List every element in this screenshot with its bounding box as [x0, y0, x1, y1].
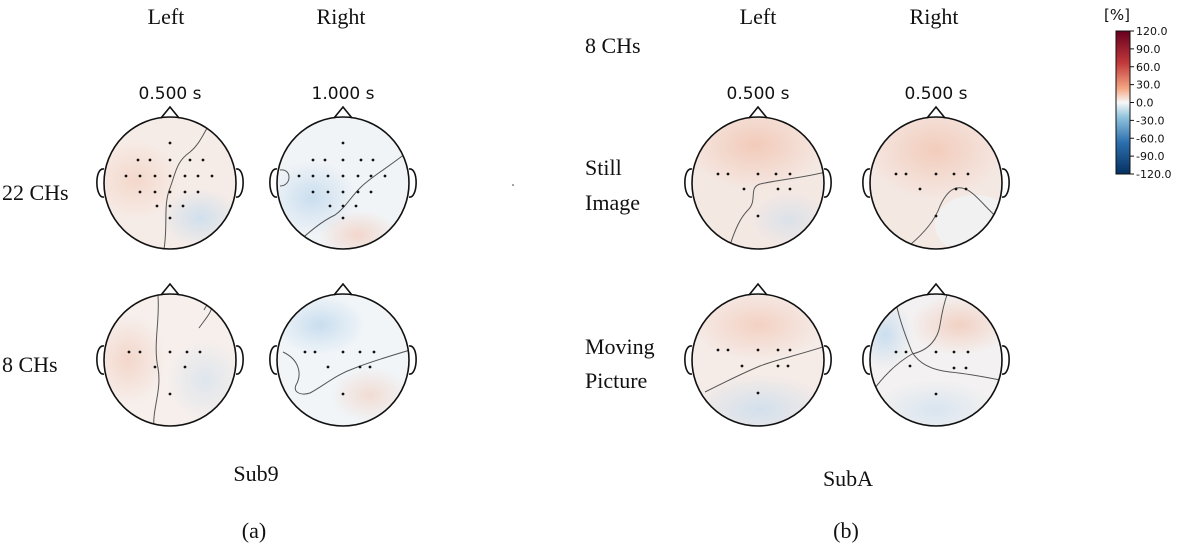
panel-a-subject: Sub9 — [233, 461, 278, 486]
panel-b-col-right: Right — [910, 4, 959, 29]
panel-b-row-moving: Moving — [585, 334, 655, 359]
colorbar-tick-label: 0.0 — [1136, 97, 1154, 110]
colorbar-unit: [%] — [1104, 6, 1130, 24]
colorbar: [%] 120.0 90.0 60.0 30.0 0.0 -30.0 -60.0 -90.0 -… — [1104, 6, 1171, 181]
topomap-sub9-8ch-right — [269, 282, 417, 427]
colorbar-tick-label: -90.0 — [1136, 150, 1164, 163]
topomap-suba-still-right — [862, 105, 1010, 250]
panel-b-subject: SubA — [823, 466, 873, 491]
topomap-suba-still-left — [684, 105, 832, 250]
topomap-sub9-22ch-right — [269, 105, 417, 250]
panel-a-row-22ch: 22 CHs — [2, 180, 69, 205]
panel-a-tag: (a) — [242, 518, 266, 543]
colorbar-gradient — [1115, 30, 1131, 175]
panel-b-time-right: 0.500 s — [905, 84, 968, 104]
topomap-suba-moving-left — [684, 282, 832, 427]
colorbar-tick-label: -60.0 — [1136, 132, 1164, 145]
topomap-sub9-8ch-left — [96, 282, 244, 427]
colorbar-tick-label: 30.0 — [1136, 79, 1161, 92]
colorbar-tick-label: -120.0 — [1136, 168, 1171, 181]
sensor-dots — [894, 172, 970, 218]
sensor-dots — [303, 350, 376, 396]
panel-b-col-left: Left — [740, 4, 777, 29]
panel-b-channels: 8 CHs — [585, 33, 641, 58]
sensor-dots — [716, 172, 792, 218]
sensor-dots — [124, 141, 214, 220]
panel-b-tag: (b) — [833, 518, 859, 543]
panel-a-time-left: 0.500 s — [139, 84, 202, 104]
topomap-suba-moving-right — [862, 282, 1010, 427]
stray-dot — [512, 184, 514, 186]
sensor-dots — [297, 141, 387, 220]
panel-b-row-still: Still — [585, 155, 622, 180]
colorbar-tick-label: 90.0 — [1136, 43, 1161, 56]
panel-b-time-left: 0.500 s — [727, 84, 790, 104]
topomap-sub9-22ch-left — [96, 105, 244, 250]
panel-a-time-right: 1.000 s — [312, 84, 375, 104]
sensor-dots — [127, 350, 202, 396]
sensor-dots — [894, 350, 970, 396]
colorbar-tick-label: 120.0 — [1136, 25, 1168, 38]
colorbar-tick-label: 60.0 — [1136, 61, 1161, 74]
colorbar-tick-label: -30.0 — [1136, 114, 1164, 127]
panel-a-col-left: Left — [148, 4, 185, 29]
colorbar-ticks: 120.0 90.0 60.0 30.0 0.0 -30.0 -60.0 -90.0 -120.… — [1130, 25, 1171, 181]
panel-b-row-image: Image — [585, 190, 640, 215]
panel-b-row-picture: Picture — [585, 368, 647, 393]
panel-b: Left Right 8 CHs 0.500 s 0.500 s Still I… — [585, 4, 1010, 543]
sensor-dots — [716, 348, 792, 395]
panel-a-col-right: Right — [317, 4, 366, 29]
panel-a-row-8ch: 8 CHs — [2, 352, 58, 377]
panel-a: Left Right 0.500 s 1.000 s 22 CHs 8 CHs … — [2, 4, 417, 543]
